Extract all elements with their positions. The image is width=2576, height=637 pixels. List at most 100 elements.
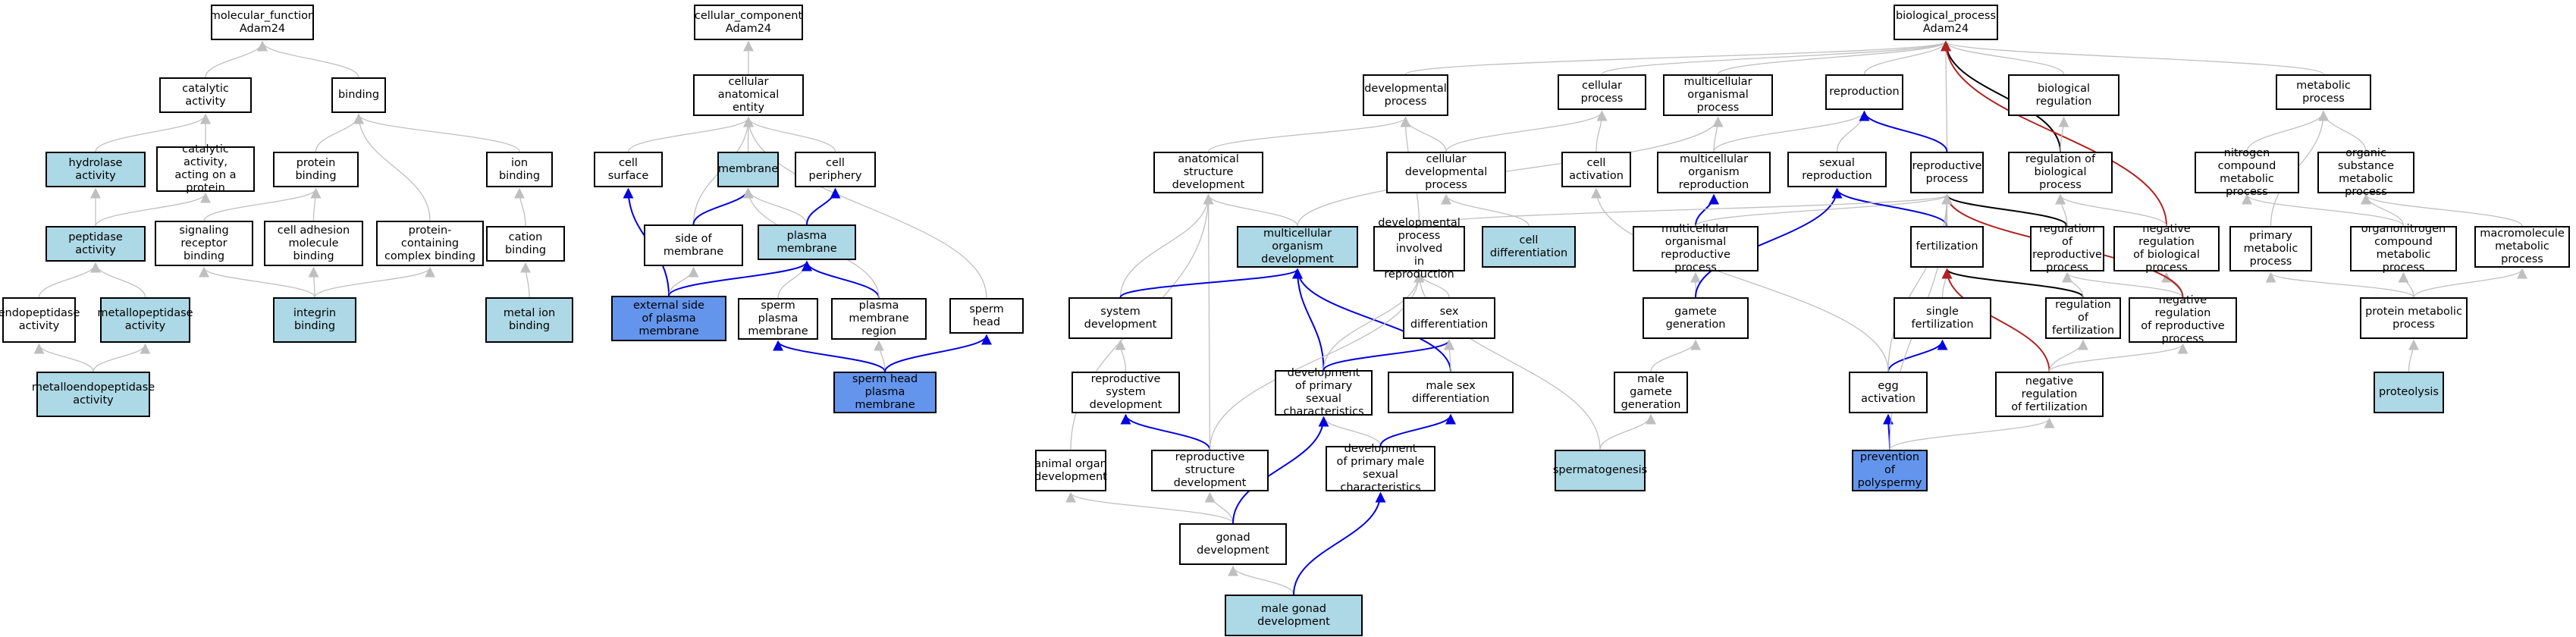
node-cellact: cell activation: [1561, 152, 1631, 187]
edge-gonad-to-repstruct: [1204, 491, 1234, 524]
node-devproc: developmental process: [1363, 74, 1448, 116]
edge-sysdev-to-multidev: [1119, 268, 1303, 298]
node-animorg: animal organ development: [1034, 450, 1107, 491]
edge-celldevproc-to-cellproc: [1445, 110, 1608, 152]
node-integ: integrin binding: [273, 297, 356, 343]
node-gonad: gonad development: [1179, 523, 1287, 565]
node-gamgen: gamete generation: [1643, 297, 1749, 339]
edge-repproc-to-repro: [1859, 110, 1948, 152]
node-devrepro: developmental process involved in reprod…: [1373, 217, 1465, 281]
edge-cat-to-mf: [205, 40, 268, 78]
edge-malegonad-to-gonad: [1228, 565, 1294, 595]
node-multiorg: multicellular organismal process: [1663, 74, 1773, 116]
edge-protmet-to-organo: [2398, 271, 2414, 298]
node-prevpoly: prevention of polyspermy: [1852, 450, 1928, 491]
edge-integ-to-protcomp: [314, 266, 435, 298]
node-spermato: spermatogenesis: [1553, 450, 1647, 491]
edge-proteo-to-protmet: [2408, 339, 2419, 372]
node-morgrep: multicellular organismal reproductive pr…: [1633, 223, 1759, 274]
node-mf: molecular_function Adam24: [210, 5, 315, 40]
node-eggact: egg activation: [1849, 372, 1928, 413]
edge-eggact-to-repproc: [1887, 193, 1953, 372]
node-cellper: cell periphery: [795, 152, 876, 187]
edge-organo-to-nitro: [2242, 193, 2405, 227]
node-devmale: development of primary male sexual chara…: [1326, 443, 1435, 494]
edge-orgsub-to-metproc: [2318, 110, 2367, 152]
node-negregbio: negative regulation of biological proces…: [2113, 223, 2220, 274]
node-ionbind: ion binding: [486, 152, 553, 187]
edge-eggact-to-singfert: [1887, 339, 1948, 372]
edge-regbio-to-bioreg: [2058, 116, 2069, 152]
edge-regfert-to-fert: [1941, 268, 2084, 298]
node-bioreg: biological regulation: [2008, 74, 2119, 116]
node-macro: macromolecule metabolic process: [2474, 226, 2570, 268]
node-repsys: reproductive system development: [1072, 372, 1180, 413]
node-protmet: protein metabolic process: [2360, 297, 2468, 339]
edge-sexrep-to-repro: [1836, 110, 1870, 152]
node-metproc: metabolic process: [2276, 74, 2371, 110]
node-negregrep: negative regulation of reproductive proc…: [2129, 294, 2237, 345]
edge-shpm-to-pmregion: [874, 340, 886, 372]
edge-repproc-to-bp: [1941, 40, 1952, 152]
edge-spermato-to-malegam: [1599, 413, 1656, 450]
node-proteo: proteolysis: [2374, 372, 2444, 413]
node-protbind: protein binding: [273, 152, 359, 187]
edge-shpm-to-spermhead: [884, 334, 992, 372]
node-multidev: multicellular organism development: [1237, 226, 1358, 268]
node-pmregion: plasma membrane region: [831, 298, 927, 340]
edge-negregfert-to-regfert: [2048, 339, 2088, 372]
edge-malegonad-to-devmale: [1293, 491, 1386, 595]
node-bind: binding: [331, 77, 386, 113]
node-repstruct: reproductive structure development: [1151, 450, 1269, 491]
edge-cellproc-to-bp: [1601, 40, 1951, 75]
node-repproc: reproductive process: [1910, 152, 1984, 193]
edge-nitro-to-metproc: [2246, 110, 2329, 152]
edge-spermpm-to-plasmem: [777, 260, 812, 299]
edge-celldiff-to-celldevproc: [1441, 193, 1530, 227]
node-repro: reproduction: [1825, 74, 1903, 110]
edge-negregbio-to-regbio: [2055, 193, 2167, 227]
node-sysdev: system development: [1068, 297, 1172, 339]
node-fert: fertilization: [1910, 226, 1984, 268]
edge-devprim-to-multidev: [1292, 268, 1325, 371]
node-negregfert: negative regulation of fertilization: [1995, 372, 2104, 417]
edge-multirep-to-repro: [1713, 110, 1870, 152]
node-celladh: cell adhesion molecule binding: [264, 221, 363, 266]
node-spermpm: sperm plasma membrane: [738, 298, 818, 340]
edge-metion-to-cation: [520, 262, 532, 298]
edge-devprim-to-sexdiff: [1323, 339, 1454, 371]
node-endo: endopeptidase activity: [0, 297, 80, 343]
edge-repsys-to-sysdev: [1115, 339, 1127, 372]
edge-fert-to-sexrep: [1831, 187, 1948, 227]
edge-protcomp-to-bind: [353, 113, 431, 221]
edge-cellact-to-cellproc: [1595, 110, 1608, 152]
edge-extside-to-sidemem: [668, 266, 699, 297]
node-extside: external side of plasma membrane: [611, 296, 726, 341]
edge-integ-to-sigrec: [199, 266, 315, 298]
node-spermhead: sperm head: [949, 298, 1024, 334]
edge-plasmem-to-cellper: [806, 187, 841, 225]
edge-regfert-to-regrep: [2062, 271, 2084, 298]
edge-macro-to-orgsub: [2361, 193, 2523, 227]
node-malegonad: male gonad development: [1225, 595, 1363, 636]
node-sigrec: signaling receptor binding: [155, 221, 253, 266]
edge-pept-to-catprot: [95, 192, 211, 227]
edge-ionbind-to-bind: [353, 113, 520, 152]
edge-cellper-to-cae: [743, 116, 836, 152]
node-regbio: regulation of biological process: [2008, 152, 2113, 193]
node-memb: membrane: [717, 152, 779, 187]
edge-repstruct-to-devrepro: [1209, 271, 1425, 450]
node-metendo: metalloendopeptidase activity: [32, 372, 155, 417]
node-shpm: sperm head plasma membrane: [833, 372, 937, 413]
edge-eggact-to-cellact: [1591, 187, 1889, 372]
node-plasmem: plasma membrane: [758, 224, 856, 260]
edge-protmet-to-primmet: [2265, 271, 2414, 298]
edge-singfert-to-fert: [1941, 268, 1953, 298]
node-sidemem: side of membrane: [644, 224, 743, 266]
node-sexrep: sexual reproduction: [1787, 152, 1887, 187]
edge-metendo-to-metpep: [93, 343, 151, 372]
node-regfert: regulation of fertilization: [2045, 297, 2121, 339]
edge-extside-to-plasmem: [668, 260, 812, 297]
